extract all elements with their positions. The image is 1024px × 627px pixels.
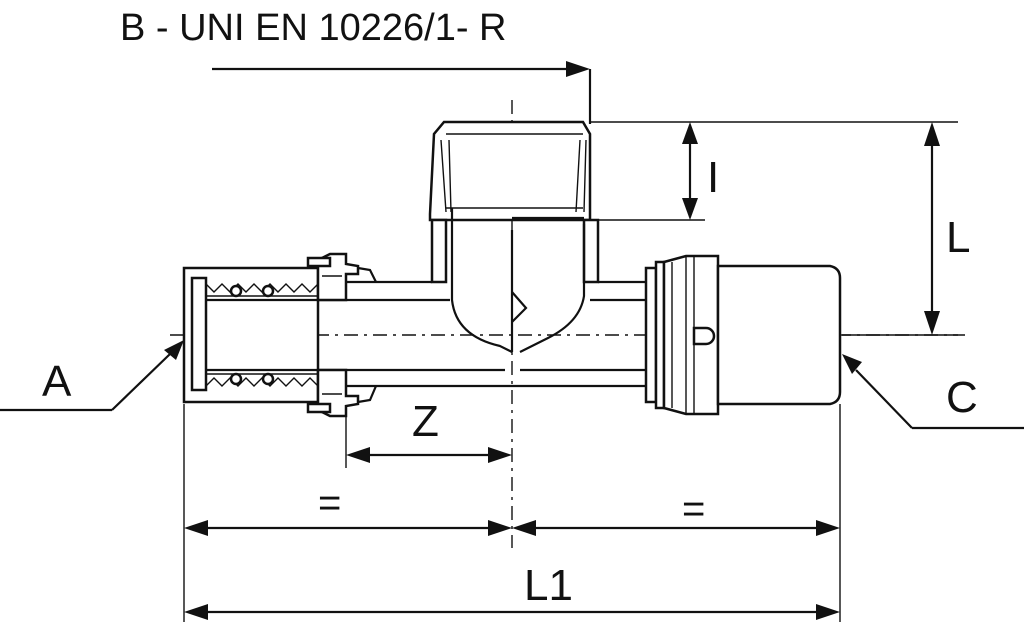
port-a-label: A xyxy=(42,357,72,406)
left-crimp-socket xyxy=(182,252,378,418)
port-c-leader xyxy=(842,354,1024,430)
dimension-z xyxy=(345,412,512,468)
dimension-l1 xyxy=(184,604,840,620)
dimension-l-label: L xyxy=(946,213,970,262)
right-press-socket xyxy=(644,254,842,416)
main-body xyxy=(346,280,646,388)
port-a-leader xyxy=(0,340,184,412)
dimension-i-label: I xyxy=(707,153,719,202)
dimension-z-label: Z xyxy=(412,397,439,446)
half-right-label: = xyxy=(682,487,705,531)
port-c-label: C xyxy=(946,373,978,422)
dimension-halves xyxy=(183,404,841,622)
thread-standard-leader xyxy=(212,61,592,124)
threaded-branch xyxy=(428,120,600,353)
dimension-l xyxy=(705,121,958,336)
thread-standard-label: B - UNI EN 10226/1- R xyxy=(120,7,506,49)
dimension-l1-label: L1 xyxy=(524,561,573,610)
half-left-label: = xyxy=(318,481,341,525)
dimension-i xyxy=(590,121,705,221)
